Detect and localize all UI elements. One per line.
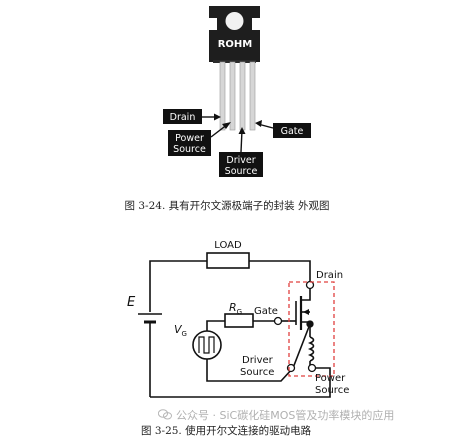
gate-callout-label: Gate — [281, 126, 304, 137]
gate-source-circle — [192, 330, 222, 360]
gate-terminal — [273, 316, 283, 326]
driver-source-callout-line2: Source — [225, 166, 258, 177]
supply-label: E — [127, 295, 136, 310]
source-node-dot — [306, 320, 314, 328]
power-source-callout-line1: Power — [175, 133, 204, 144]
driver-source-arrowhead — [238, 127, 246, 134]
power-source-callout-line2: Source — [173, 144, 206, 155]
gate-resistor-label: RG — [229, 301, 242, 316]
mounting-hole — [225, 12, 244, 30]
drain-callout-box — [163, 109, 202, 124]
watermark-text: 公众号 · SiC碳化硅MOS管及功率模块的应用 — [176, 409, 395, 422]
circuit-labels: LOAD E Drain Gate RG VG Driver Source Po… — [127, 240, 349, 396]
driver-source-label-line2: Source — [240, 367, 274, 378]
power-source-label-line2: Source — [315, 385, 349, 396]
wechat-watermark: 公众号 · SiC碳化硅MOS管及功率模块的应用 — [158, 407, 394, 423]
wire-top — [149, 260, 207, 312]
gate-callout-box — [273, 123, 311, 138]
mosfet-drain-lead — [301, 285, 311, 301]
package-boundary — [288, 281, 335, 377]
package-tab — [209, 6, 260, 62]
drain-callout-label: Drain — [170, 112, 196, 123]
to247-package: ROHM — [209, 6, 260, 131]
driver-source-label-line1: Driver — [242, 355, 274, 366]
gate-arrowhead — [255, 120, 262, 127]
wire-bottom — [150, 367, 331, 398]
figure-3-25-caption: 图 3-25. 使用开尔文连接的驱动电路 — [141, 425, 312, 437]
drain-label: Drain — [316, 270, 343, 281]
pin-gate-lead — [249, 61, 256, 131]
pin-driver-source-lead — [239, 61, 246, 131]
power-source-callout-box — [168, 130, 211, 156]
gate-pulse-symbol — [198, 336, 215, 354]
drain-arrowhead — [214, 113, 221, 121]
source-inductance — [307, 336, 315, 362]
power-source-arrowhead — [222, 122, 231, 129]
load-resistor — [206, 252, 250, 269]
figure-3-24-caption: 图 3-24. 具有开尔文源极端子的封装 外观图 — [124, 200, 330, 212]
package-body-highlight — [213, 60, 256, 63]
gate-label: Gate — [254, 306, 278, 317]
driver-source-callout-line1: Driver — [226, 155, 255, 166]
load-label: LOAD — [214, 240, 242, 251]
pin-drain-lead — [219, 61, 226, 131]
wire-gate-return — [206, 359, 294, 382]
wire-top-right — [249, 260, 311, 285]
kelvin-wire — [292, 323, 311, 369]
power-source-label-line1: Power — [315, 373, 346, 384]
package-logo: ROHM — [218, 39, 253, 50]
pin-callouts: Drain Power Source Driver Source Gate — [163, 109, 311, 177]
driver-source-callout-box — [219, 152, 263, 177]
wire-gate-top — [206, 320, 225, 331]
circuit-terminals — [273, 280, 317, 373]
wechat-icon — [158, 409, 172, 420]
gate-voltage-label: VG — [174, 323, 187, 338]
pin-power-source-lead — [229, 61, 236, 131]
power-source-terminal — [307, 363, 317, 373]
